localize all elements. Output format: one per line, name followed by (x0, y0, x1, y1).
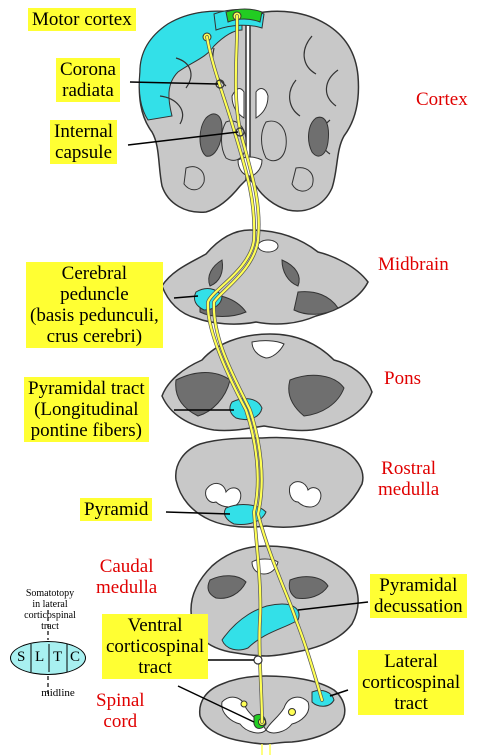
label-ventral-corticospinal-tract: Ventral corticospinal tract (102, 614, 209, 679)
label-internal-capsule: Internal capsule (50, 120, 118, 164)
somatotopy-letter-l: L (35, 649, 45, 665)
region-cortex: Cortex (416, 89, 468, 110)
motor-area-cyan (138, 10, 243, 121)
label-lateral-corticospinal-tract: Lateral corticospinal tract (358, 650, 465, 715)
somatotopy-letter-t: T (53, 649, 63, 665)
somatotopy-letter-c: C (70, 649, 81, 665)
label-cerebral-peduncle: Cerebral peduncle (basis pedunculi, crus… (26, 262, 163, 348)
cortex-section (138, 8, 360, 213)
label-pyramidal-decussation: Pyramidal decussation (370, 574, 467, 618)
label-corona-radiata: Corona radiata (56, 58, 120, 102)
midbrain-section (161, 229, 369, 325)
region-rostral-medulla: Rostral medulla (378, 458, 440, 500)
somatotopy-dividers (30, 644, 68, 672)
label-pyramidal-tract: Pyramidal tract (Longitudinal pontine fi… (24, 377, 149, 442)
corticospinal-tract-lines-fill (205, 14, 324, 724)
somatotopy-title: Somatotopy in lateral corticospinal trac… (24, 588, 76, 632)
pons-section (161, 333, 373, 432)
rostral-medulla-section (175, 436, 364, 528)
region-caudal-medulla: Caudal medulla (96, 556, 158, 598)
somatotopy-oval: S L T C (10, 641, 86, 675)
right-hemisphere (249, 10, 360, 212)
region-midbrain: Midbrain (378, 254, 449, 275)
region-spinal-cord: Spinal cord (96, 690, 145, 732)
region-pons: Pons (384, 368, 421, 389)
spinal-cord-outline (198, 675, 346, 745)
somatotopy-midline: midline (41, 687, 75, 699)
somatotopy-letter-s: S (17, 649, 26, 665)
spinal-cord-section (198, 675, 346, 745)
label-motor-cortex: Motor cortex (28, 8, 136, 31)
label-pyramid: Pyramid (80, 498, 153, 521)
